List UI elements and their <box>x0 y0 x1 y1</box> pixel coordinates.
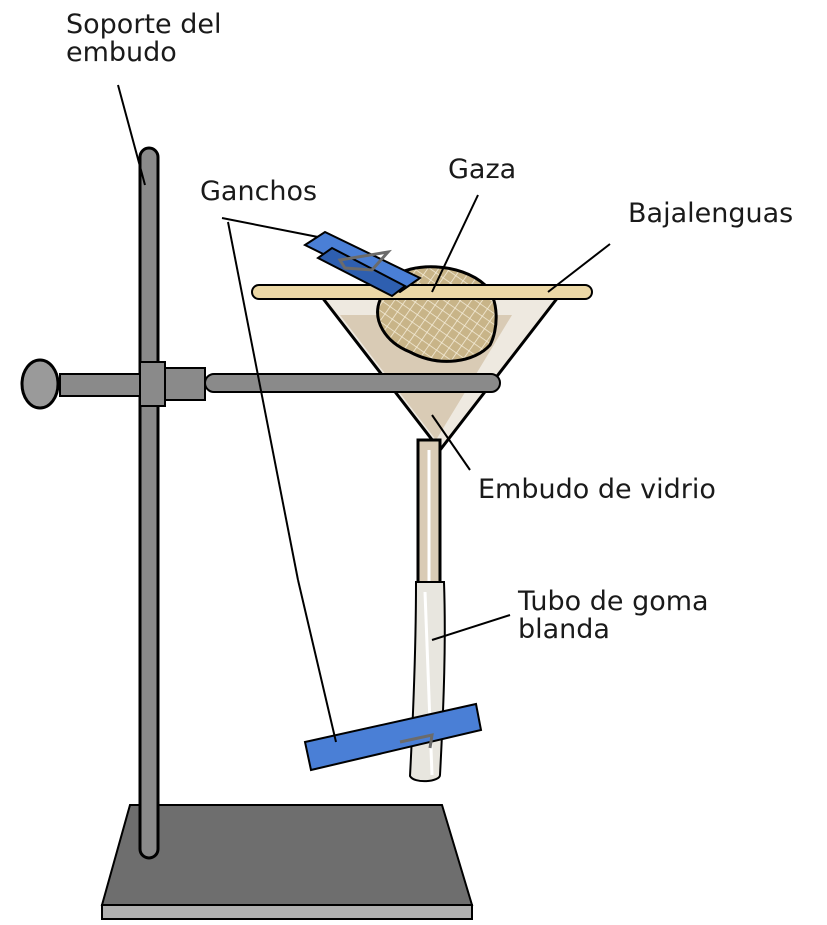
rubber-tube <box>408 581 446 783</box>
tongue-depressor <box>251 284 593 300</box>
label-funnel-stand: Soporte del embudo <box>66 9 230 68</box>
label-gauze: Gaza <box>448 154 516 185</box>
label-glass-funnel: Embudo de vidrio <box>478 474 716 505</box>
leader-lines <box>117 84 611 743</box>
stand-rod <box>138 146 160 860</box>
label-rubber-tube: Tubo de goma blanda <box>517 586 717 645</box>
label-clips: Ganchos <box>200 176 317 207</box>
bottom-clip <box>303 702 483 772</box>
stand-base <box>100 804 474 920</box>
label-tongue-depressor: Bajalenguas <box>628 198 793 229</box>
clamp-arm <box>20 358 501 410</box>
top-clip <box>302 230 422 298</box>
labels: Soporte del embudo Ganchos Gaza Bajaleng… <box>66 9 793 645</box>
